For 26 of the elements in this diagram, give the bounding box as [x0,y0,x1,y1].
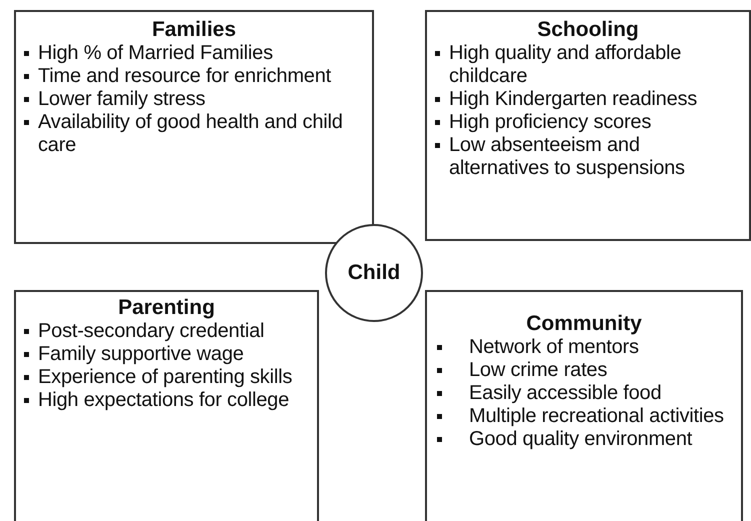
list-item: Family supportive wage [38,343,245,366]
list-item: Low crime rates [469,359,608,382]
text-box [14,290,319,521]
list-item: Easily accessible food [469,382,662,405]
text-box [14,10,374,244]
box-heading: Community [526,312,642,336]
center-label: Child [348,261,400,285]
list-item: Time and resource for enrichment [38,65,332,88]
list-item: High quality and affordable childcare [449,42,682,88]
list-item: Lower family stress [38,88,206,111]
box-heading: Schooling [537,18,639,42]
list-item: High Kindergarten readiness [449,88,698,111]
list-item: Post-secondary credential [38,320,266,343]
list-item: High proficiency scores [449,111,652,134]
list-item: High expectations for college [38,389,290,412]
list-item: Network of mentors [469,336,640,359]
list-item: High % of Married Families [38,42,274,65]
list-item: Availability of good health and child care [38,111,344,157]
box-heading: Families [152,18,236,42]
list-item: Multiple recreational activities [469,405,725,428]
text-box [425,290,743,521]
list-item: Low absenteeism and alternatives to suspensions [449,134,686,180]
list-item: Good quality environment [469,428,694,451]
text-box [425,10,751,241]
list-item: Experience of parenting skills [38,366,294,389]
box-heading: Parenting [118,296,215,320]
